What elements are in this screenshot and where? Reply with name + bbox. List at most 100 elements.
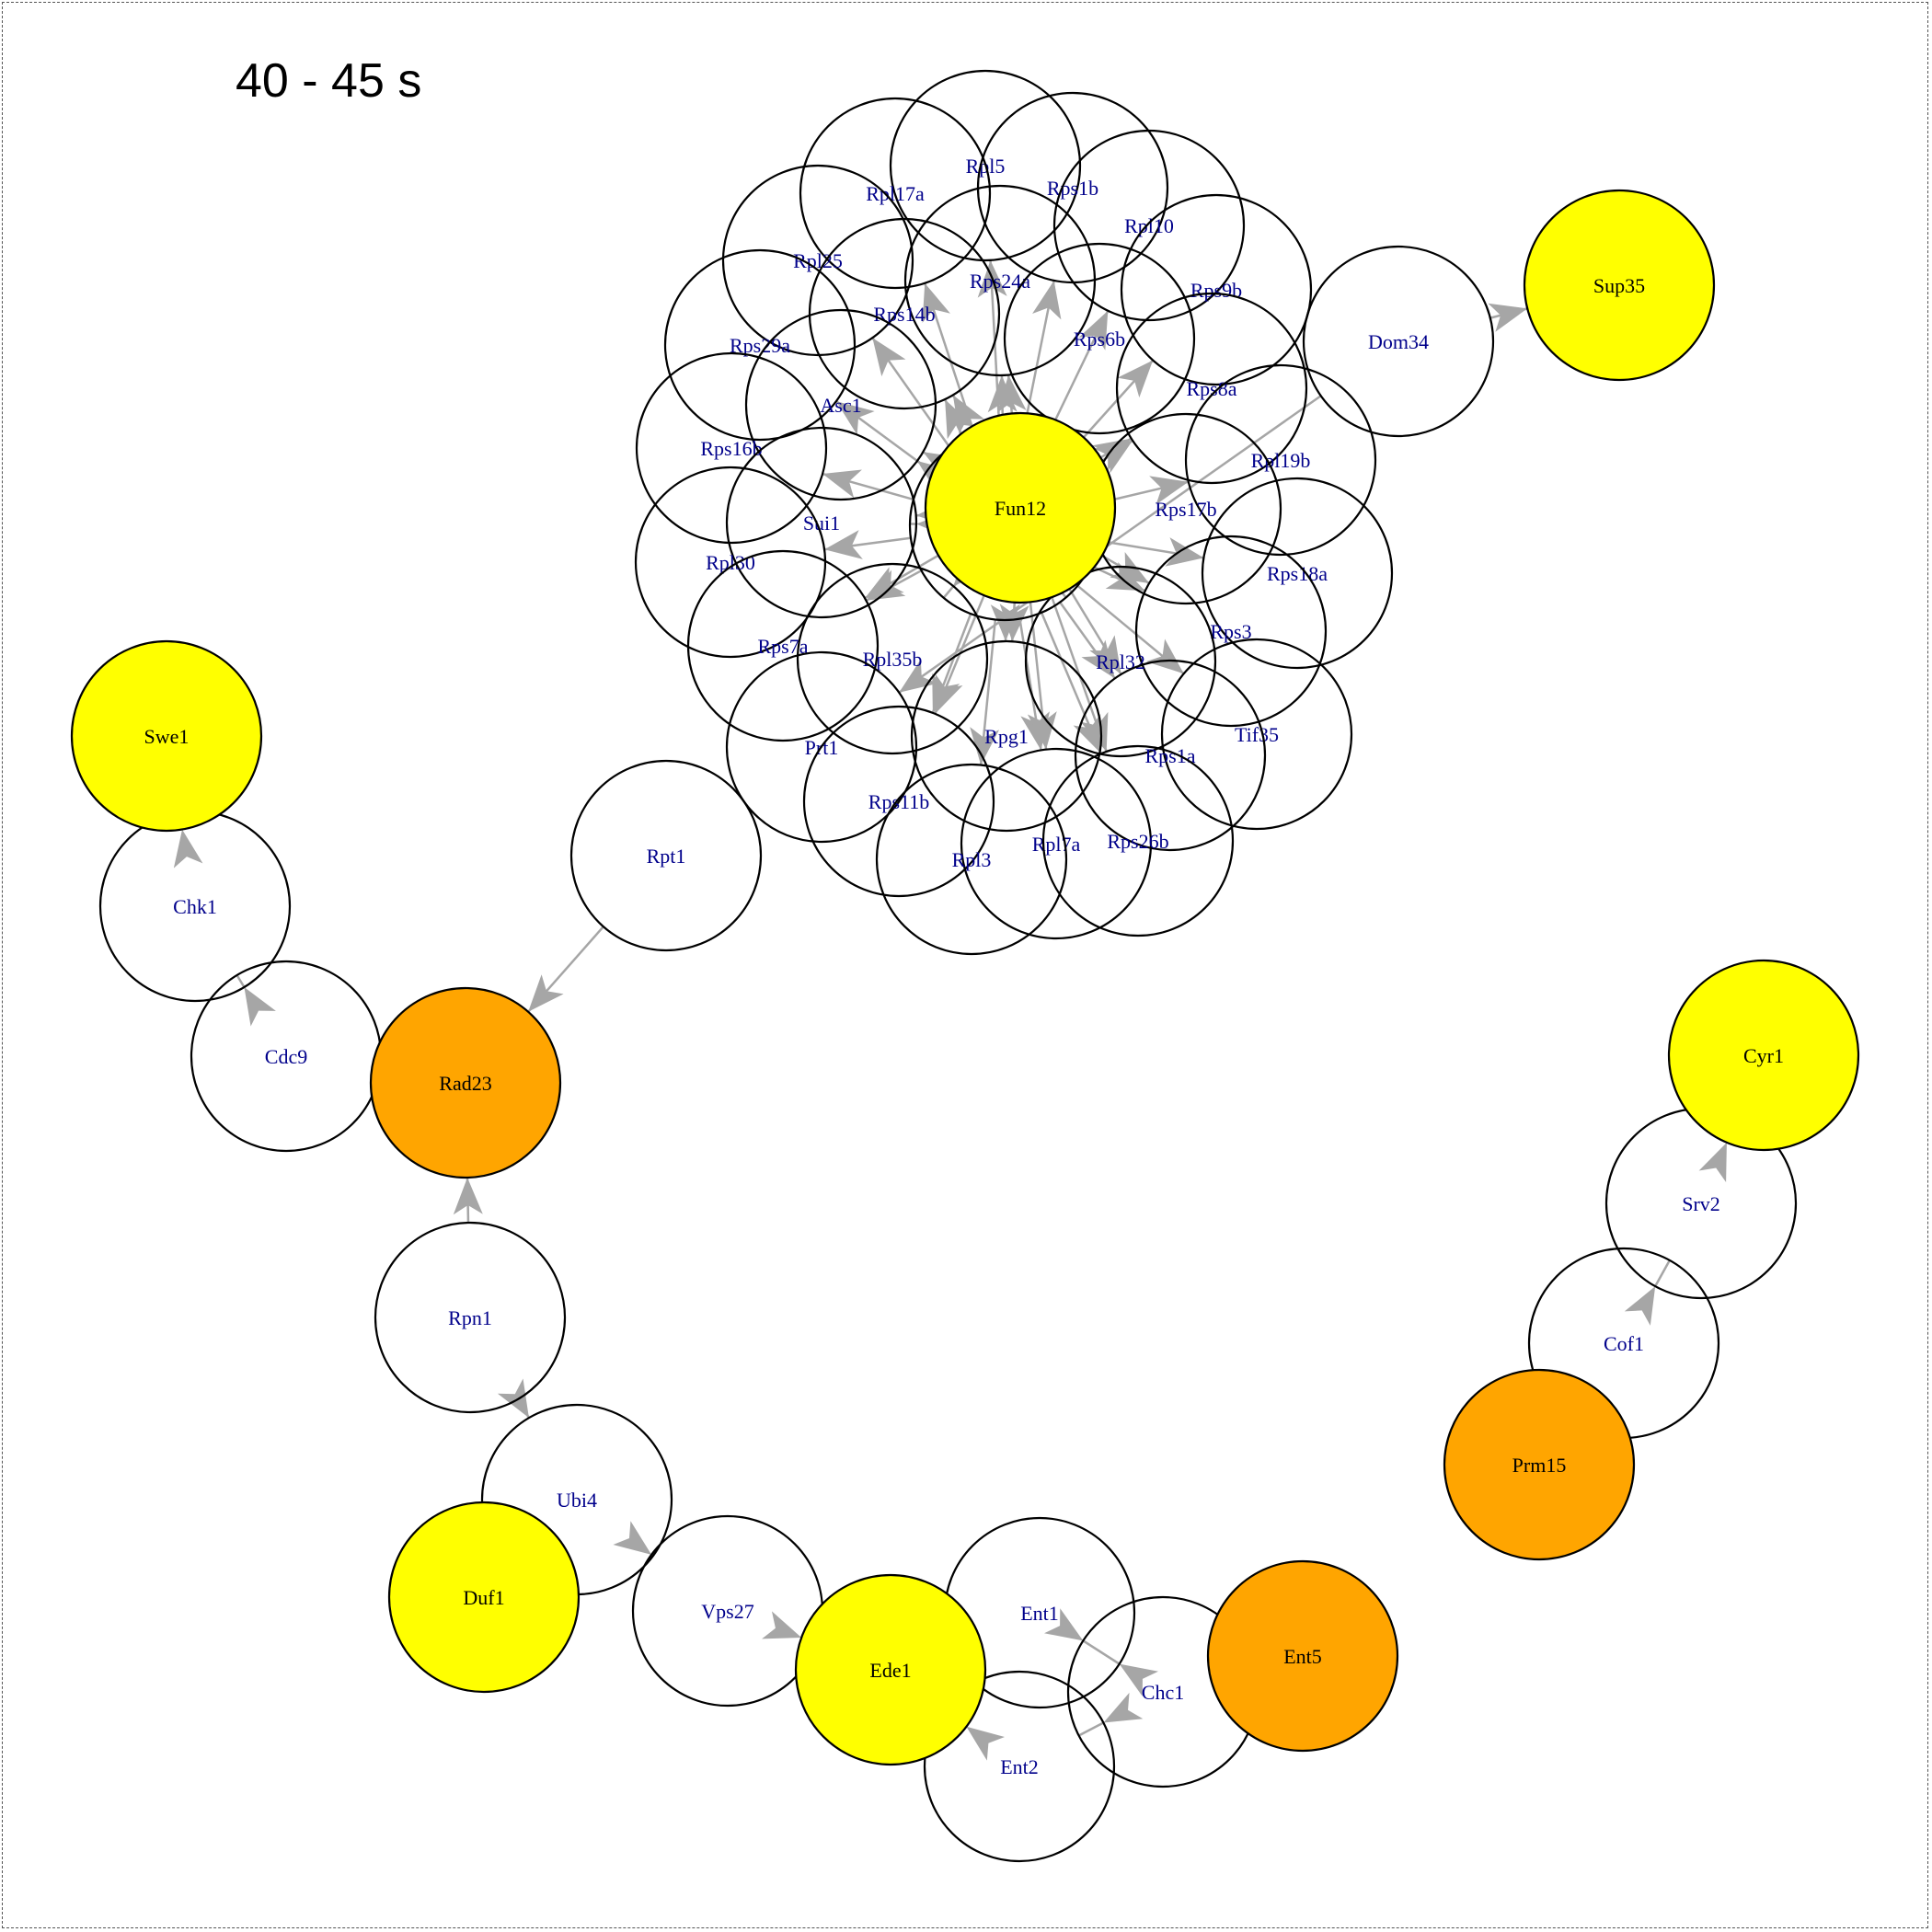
edge-rps31-rps16b — [822, 469, 914, 501]
node-sui1: Sui1 — [725, 426, 918, 619]
node-fun12: Fun12 — [924, 411, 1117, 604]
node-tif35: Tif35 — [1160, 638, 1353, 831]
edge-rps31-rps1b — [1022, 280, 1062, 433]
node-label: Chc1 — [1142, 1681, 1184, 1704]
node-prt1: Prt1 — [725, 650, 918, 844]
node-chk1: Chk1 — [98, 810, 292, 1003]
node-dom34: Dom34 — [1302, 245, 1495, 438]
arrowhead — [453, 1177, 483, 1215]
arrowhead — [999, 604, 1029, 642]
node-rpl25: Rpl25 — [721, 164, 914, 357]
node-rpt1: Rpt1 — [569, 759, 763, 952]
node-label: Chk1 — [173, 895, 217, 918]
edge-fun12-rps7a — [864, 554, 939, 600]
panel-title: 40 - 45 s — [236, 54, 422, 108]
node-rps6b: Rps6b — [1003, 242, 1196, 435]
node-ede1: Ede1 — [794, 1573, 987, 1766]
node-circle — [796, 562, 989, 755]
node-label: Duf1 — [463, 1586, 504, 1609]
node-label: Rpl10 — [1124, 214, 1174, 237]
edge-fun12-rpg1 — [999, 602, 1029, 642]
node-label: Swe1 — [144, 725, 190, 748]
node-label: Cyr1 — [1743, 1044, 1784, 1067]
arrowhead — [1092, 438, 1132, 471]
node-label: Rpl3 — [952, 848, 992, 871]
node-ent5: Ent5 — [1206, 1559, 1399, 1753]
arrowhead — [1149, 476, 1189, 505]
node-circle — [923, 1670, 1116, 1863]
node-rpl30: Rpl30 — [634, 466, 827, 659]
node-circle — [744, 308, 937, 501]
node-rpg1: Rpg1 — [910, 639, 1103, 833]
node-label: Sui1 — [803, 512, 840, 535]
node-circle — [1115, 292, 1308, 485]
node-circle — [569, 759, 763, 952]
arrowhead — [935, 673, 963, 714]
node-circle — [799, 97, 992, 290]
arrowhead — [835, 401, 875, 435]
node-circle — [1523, 189, 1716, 382]
node-circle — [1134, 535, 1328, 728]
edge-ent1-chc1 — [1044, 1608, 1121, 1665]
edge-dom34-sup35 — [1488, 303, 1528, 332]
node-circle — [721, 164, 914, 357]
node-label: Rpt1 — [647, 845, 686, 868]
node-rpl32: Rpl32 — [1024, 565, 1217, 758]
arrowhead — [613, 1521, 652, 1555]
node-circle — [725, 426, 918, 619]
arrowhead — [865, 567, 904, 599]
node-rps17b: Rps17b — [1089, 412, 1282, 605]
node-sup35: Sup35 — [1523, 189, 1716, 382]
node-label: Rpl7a — [1032, 833, 1081, 856]
node-label: Fun12 — [995, 497, 1046, 520]
node-label: Sup35 — [1593, 274, 1645, 297]
node-rpl3: Rpl3 — [875, 763, 1068, 956]
node-swe1: Swe1 — [70, 639, 263, 833]
node-label: Asc1 — [820, 394, 861, 417]
node-label: Tif35 — [1235, 723, 1279, 746]
node-label: Rpl30 — [706, 551, 755, 574]
node-circle — [374, 1221, 567, 1414]
edge-cof1-srv2 — [1624, 1259, 1671, 1326]
edge-ubi4-vps27 — [613, 1521, 654, 1558]
node-circle — [1160, 638, 1353, 831]
arrowhead — [822, 469, 862, 499]
node-circle — [808, 217, 1001, 410]
node-label: Rpl32 — [1096, 650, 1145, 673]
edge-fun12-rps1a — [1068, 588, 1122, 675]
arrowhead — [966, 1726, 1005, 1761]
node-label: Vps27 — [701, 1600, 753, 1623]
node-circle — [889, 69, 1082, 262]
node-circle — [924, 411, 1117, 604]
node-label: Ede1 — [869, 1659, 911, 1682]
arrowhead — [922, 282, 950, 323]
node-circle — [387, 1501, 581, 1694]
arrowhead — [1027, 711, 1057, 750]
arrowhead — [970, 727, 1000, 765]
node-circle — [725, 650, 918, 844]
arrowhead — [1624, 1286, 1656, 1326]
node-circle — [1052, 129, 1246, 322]
edge-cdc9-chk1 — [236, 974, 276, 1027]
arrowhead — [1044, 1608, 1084, 1641]
arrowhead — [762, 1611, 802, 1639]
arrowhead — [824, 530, 863, 559]
node-label: Prm15 — [1512, 1454, 1567, 1477]
arrowhead — [1073, 714, 1101, 754]
arrowhead — [173, 829, 203, 868]
node-label: Rps11b — [868, 790, 929, 813]
node-rps3: Rps3 — [1134, 535, 1328, 728]
node-rps14b: Rps14b — [808, 217, 1001, 410]
node-label: Ent1 — [1020, 1602, 1059, 1625]
node-rps1b: Rps1b — [976, 91, 1169, 284]
node-circle — [1120, 193, 1313, 386]
arrowhead — [1165, 537, 1204, 567]
edge-rps31-rps29a — [835, 400, 929, 470]
arrowhead — [528, 974, 564, 1012]
node-rpl10: Rpl10 — [1052, 129, 1246, 322]
node-rpn1: Rpn1 — [374, 1221, 567, 1414]
arrowhead — [1032, 280, 1062, 320]
node-circle — [663, 248, 857, 442]
edge-rps31-rps18a — [1098, 537, 1204, 567]
